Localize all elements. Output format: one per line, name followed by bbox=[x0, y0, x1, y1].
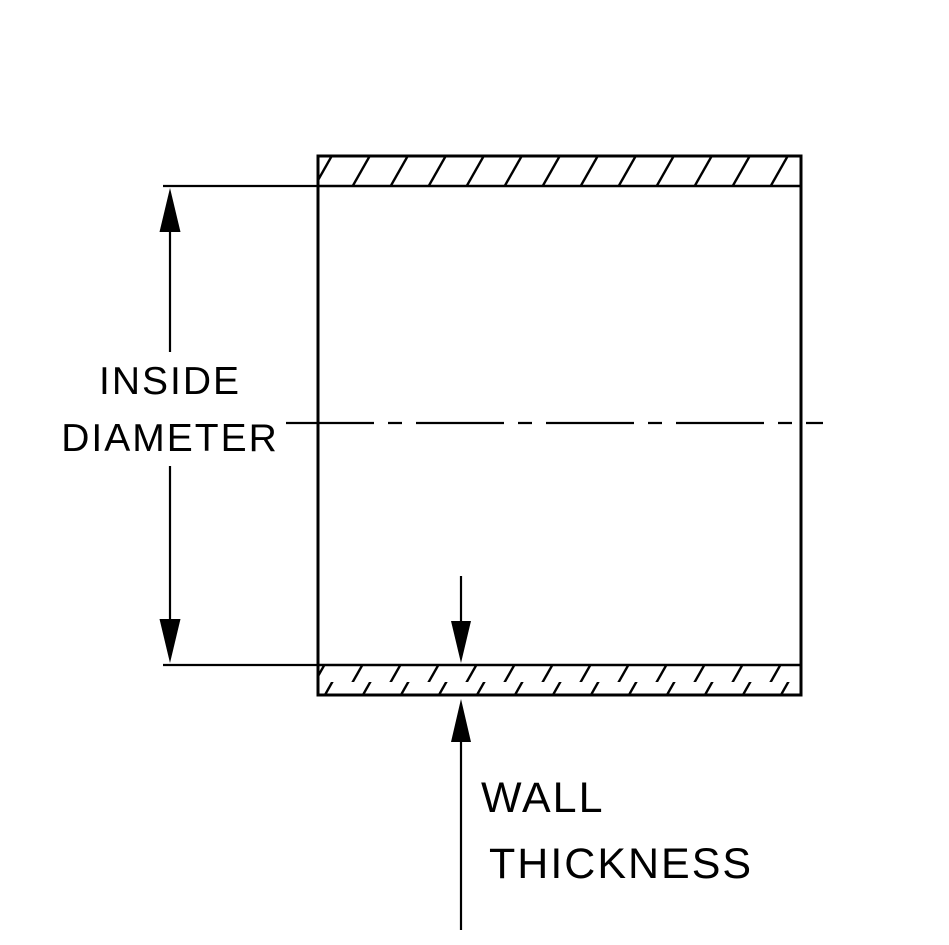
inside-diameter-dimension bbox=[163, 184, 318, 667]
dimension-arrowheads bbox=[159, 188, 471, 742]
wall-thickness-label-line2: THICKNESS bbox=[489, 840, 753, 888]
diagram-labels: INSIDE DIAMETER WALL THICKNESS bbox=[61, 360, 753, 888]
top-wall-hatch bbox=[316, 154, 803, 188]
arrow-down-icon bbox=[159, 619, 181, 663]
inside-diameter-label-line1: INSIDE bbox=[99, 360, 241, 403]
inside-diameter-label-line2: DIAMETER bbox=[61, 417, 279, 460]
arrow-up-icon bbox=[159, 188, 181, 232]
wall-arrow-down-icon bbox=[451, 621, 471, 663]
bottom-wall-hatch bbox=[316, 663, 803, 697]
diagram-linework bbox=[163, 154, 823, 930]
wall-thickness-label-line1: WALL bbox=[481, 774, 605, 822]
wall-arrow-up-icon bbox=[451, 699, 471, 742]
